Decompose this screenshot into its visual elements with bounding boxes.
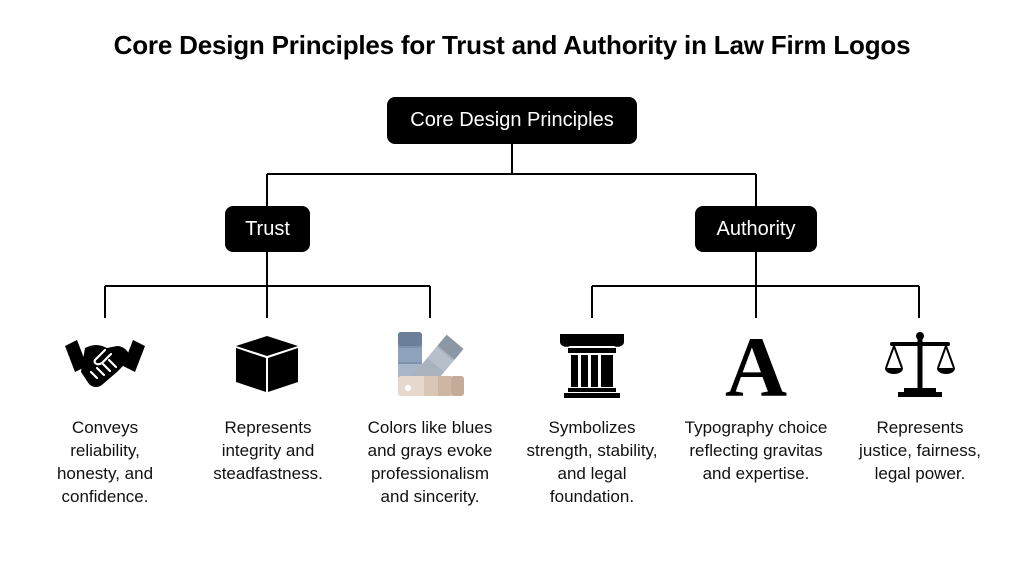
letter-a-icon: A bbox=[725, 326, 787, 400]
leaf-description-reliability: Conveys reliability, honesty, and confid… bbox=[56, 418, 154, 506]
leaf-description-integrity: Represents integrity and steadfastness. bbox=[213, 418, 323, 483]
branch-node-trust: Trust bbox=[225, 206, 310, 252]
scales-of-justice-icon bbox=[885, 332, 955, 397]
color-swatch-icon bbox=[398, 332, 464, 396]
leaf-description-justice: Represents justice, fairness, legal powe… bbox=[859, 418, 981, 483]
leaf-description-colors: Colors like blues and grays evoke profes… bbox=[367, 418, 493, 506]
handshake-icon bbox=[65, 340, 145, 387]
diagram-title: Core Design Principles for Trust and Aut… bbox=[113, 30, 911, 60]
letter-a-glyph: A bbox=[725, 326, 787, 400]
leaf-description-strength: Symbolizes strength, stability, and lega… bbox=[526, 418, 658, 506]
leaf-description-typography: Typography choice reflecting gravitas an… bbox=[684, 418, 828, 483]
cube-icon bbox=[236, 336, 298, 392]
branch-node-authority: Authority bbox=[695, 206, 817, 252]
column-pillar-icon bbox=[560, 334, 624, 398]
root-node: Core Design Principles bbox=[387, 97, 637, 144]
